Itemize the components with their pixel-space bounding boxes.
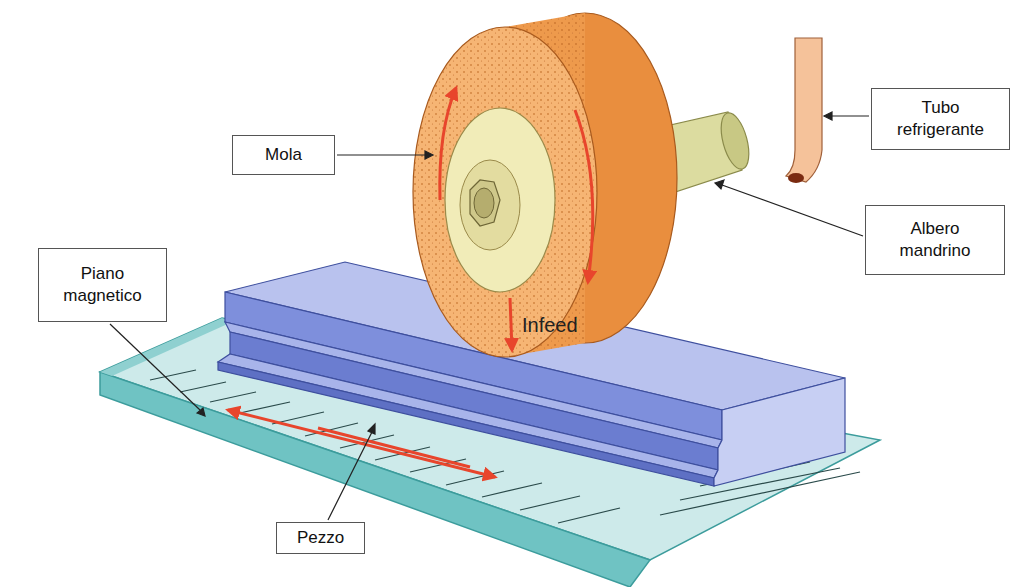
wheel-box: Mola	[232, 135, 335, 175]
grinding-wheel	[413, 13, 677, 357]
box-label: Albero mandrino	[874, 218, 996, 262]
box-label: Piano magnetico	[47, 263, 158, 307]
box-label: Pezzo	[297, 527, 344, 549]
coolant-pipe	[786, 38, 822, 183]
workpiece-box: Pezzo	[276, 522, 365, 554]
chuck-box: Piano magnetico	[38, 248, 167, 322]
rotation-arrows	[440, 88, 593, 350]
box-label: Tubo refrigerante	[880, 97, 1001, 141]
table-motion-arrows	[228, 410, 495, 477]
infeed-label: Infeed	[522, 314, 578, 337]
spindle-box: Albero mandrino	[865, 205, 1005, 275]
leader-lines	[110, 112, 869, 520]
box-label: Mola	[265, 144, 302, 166]
coolant-pipe-box: Tubo refrigerante	[871, 88, 1010, 150]
